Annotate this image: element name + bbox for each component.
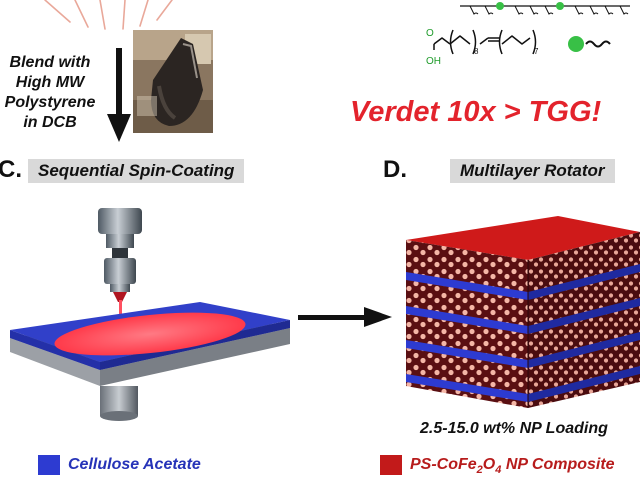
carboxyl-o-label: O [426,28,434,39]
legend-composite-main: PS-CoFe [410,456,477,473]
legend-composite-tail: NP Composite [501,456,615,473]
oleic-acid-structure: O OH 8 7 [426,28,539,67]
legend-swatch-composite [380,455,402,475]
repeat-count-a: 8 [474,47,479,56]
legend-composite-mid: O [482,456,496,473]
section-d-letter: D. [383,156,407,183]
carboxyl-oh-label: OH [426,56,441,67]
legend-label-cellulose: Cellulose Acetate [68,456,201,473]
legend-swatch-cellulose [38,455,60,475]
spin-coater-diagram [10,208,290,421]
step-line-3: Polystyrene [4,94,96,111]
verdet-headline: Verdet 10x > TGG! [350,96,602,128]
polymer-chain-diagram [460,2,630,15]
legend-label-composite: PS-CoFe2O4 NP Composite [410,456,615,476]
legend-composite-sub2: 4 [495,464,502,477]
section-c-title: Sequential Spin-Coating [28,159,245,183]
blend-step-text: Blend with High MW Polystyrene in DCB [0,53,100,133]
section-d-title: Multilayer Rotator [450,159,615,183]
step-line-4: in DCB [23,114,77,131]
ray-decoration [44,0,173,30]
step-line-1: Blend with [9,54,91,71]
solution-vial-photo [133,30,213,133]
multilayer-cube [406,216,640,408]
section-c-letter: C. [0,156,22,183]
legend-composite-sub1: 2 [476,464,483,477]
step-line-2: High MW [15,74,85,91]
np-loading-label: 2.5-15.0 wt% NP Loading [420,420,608,437]
right-arrow-icon [298,307,392,327]
down-arrow-icon [107,48,131,142]
repeat-count-b: 7 [534,47,539,56]
nanoparticle-ligand-icon [568,36,611,52]
